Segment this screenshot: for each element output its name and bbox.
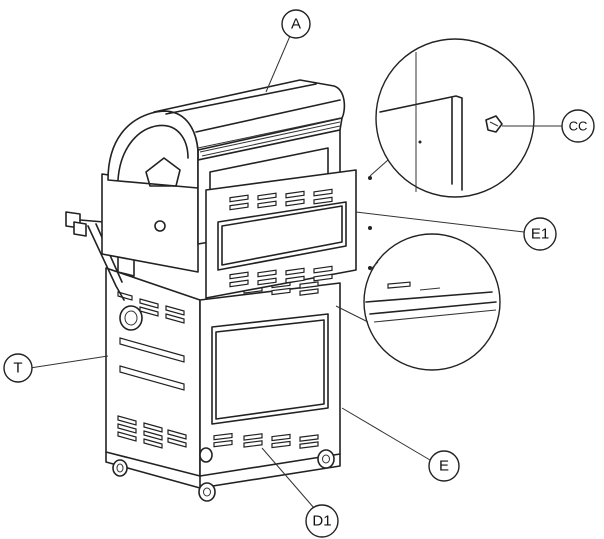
side-panel-vents (117, 291, 187, 449)
callout-t: T (3, 353, 109, 383)
callout-t-label: T (13, 360, 22, 377)
callout-e1-label: E1 (531, 226, 549, 243)
callout-e: E (341, 407, 460, 482)
callout-e1: E1 (355, 211, 557, 251)
detail-view-bottom (335, 233, 501, 371)
front-panel-e1 (205, 169, 372, 299)
callout-cc: CC (502, 109, 595, 143)
callout-cc-label: CC (569, 119, 588, 134)
callout-e-label: E (439, 458, 449, 475)
caster-wheels (112, 447, 335, 502)
callout-d1: D1 (261, 447, 339, 538)
cabinet-vents-bottom (213, 432, 319, 449)
detail-view-top (369, 38, 535, 198)
callout-a: A (265, 9, 311, 93)
callout-a-label: A (291, 16, 301, 33)
callout-d1-label: D1 (312, 513, 331, 530)
